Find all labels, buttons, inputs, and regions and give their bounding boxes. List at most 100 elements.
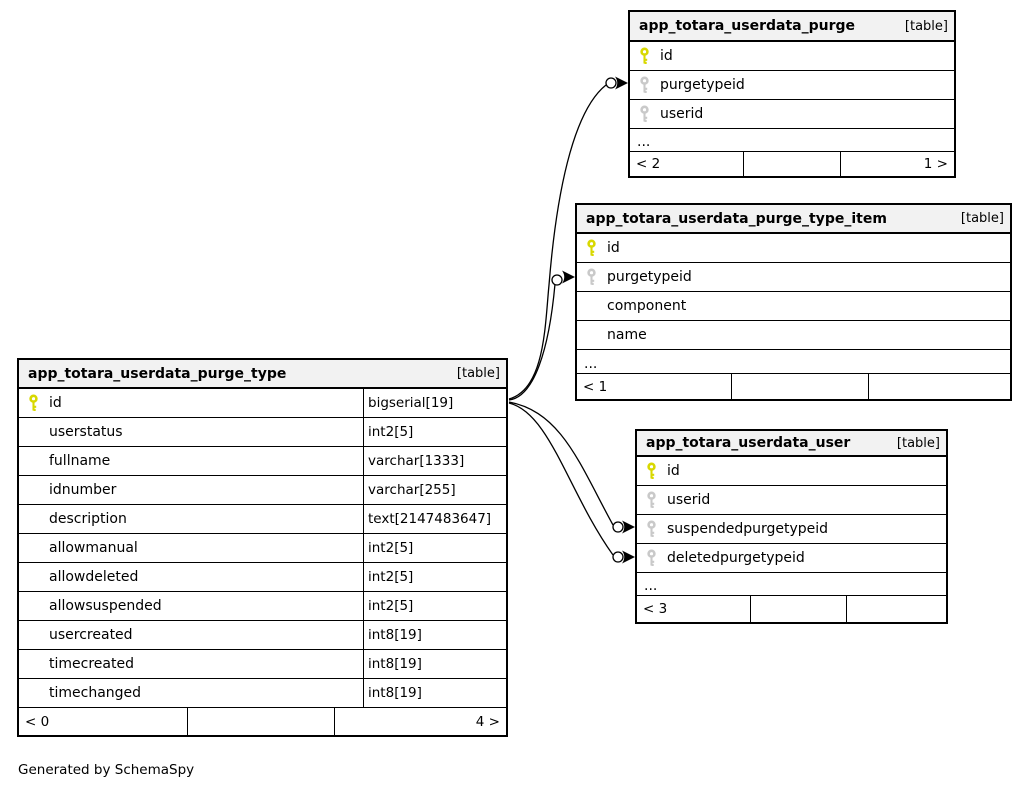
column-row: allowdeleted int2[5] bbox=[19, 563, 506, 592]
table-title[interactable]: app_totara_userdata_purge bbox=[639, 18, 856, 34]
column-row: timechanged int8[19] bbox=[19, 679, 506, 708]
ellipsis-label: ... bbox=[584, 356, 598, 372]
table-title[interactable]: app_totara_userdata_purge_type bbox=[28, 365, 287, 382]
column-type: text[2147483647] bbox=[363, 505, 506, 533]
column-type: varchar[255] bbox=[363, 476, 506, 504]
footer-center bbox=[751, 596, 848, 622]
column-row: id bbox=[577, 234, 1010, 263]
primary-key-icon bbox=[646, 462, 657, 480]
table-app_totara_userdata_user: app_totara_userdata_user [table] id userid s… bbox=[635, 429, 948, 624]
table-tag: [table] bbox=[960, 211, 1004, 226]
column-name: userstatus bbox=[49, 424, 123, 440]
footer-center bbox=[732, 374, 870, 399]
table-header[interactable]: app_totara_userdata_purge_type [table] bbox=[19, 360, 506, 389]
footer-right bbox=[869, 374, 1010, 399]
ellipsis-row: ... bbox=[577, 350, 1010, 374]
column-row: purgetypeid bbox=[630, 71, 954, 100]
column-row: component bbox=[577, 292, 1010, 321]
zero-many-circle-icon bbox=[612, 551, 624, 563]
column-name: purgetypeid bbox=[607, 269, 692, 285]
column-row: userid bbox=[637, 486, 946, 515]
footer-left: < 1 bbox=[577, 374, 732, 399]
column-type: int8[19] bbox=[363, 621, 506, 649]
table-app_totara_userdata_purge_type: app_totara_userdata_purge_type [table] id b… bbox=[17, 358, 508, 737]
table-header[interactable]: app_totara_userdata_user [table] bbox=[637, 431, 946, 457]
column-name: suspendedpurgetypeid bbox=[667, 521, 829, 537]
column-row: suspendedpurgetypeid bbox=[637, 515, 946, 544]
column-name: usercreated bbox=[49, 627, 133, 643]
foreign-key-icon bbox=[646, 520, 657, 538]
relation-line bbox=[508, 283, 556, 401]
column-name: deletedpurgetypeid bbox=[667, 550, 805, 566]
column-name: name bbox=[607, 327, 647, 343]
column-name: component bbox=[607, 298, 687, 314]
column-name: id bbox=[49, 395, 62, 411]
column-row: id bbox=[637, 457, 946, 486]
column-row: id bbox=[630, 42, 954, 71]
column-name: id bbox=[667, 463, 680, 479]
column-type: int8[19] bbox=[363, 650, 506, 678]
table-title[interactable]: app_totara_userdata_purge_type_item bbox=[586, 210, 887, 227]
foreign-key-icon bbox=[639, 76, 650, 94]
column-type: int8[19] bbox=[363, 679, 506, 707]
zero-many-circle-icon bbox=[612, 521, 624, 533]
column-row: allowsuspended int2[5] bbox=[19, 592, 506, 621]
arrowhead-icon bbox=[615, 76, 628, 90]
table-tag: [table] bbox=[896, 435, 940, 451]
relation-line bbox=[508, 402, 614, 556]
column-row: deletedpurgetypeid bbox=[637, 544, 946, 573]
column-row: allowmanual int2[5] bbox=[19, 534, 506, 563]
column-type: int2[5] bbox=[363, 592, 506, 620]
arrowhead-icon bbox=[622, 550, 635, 564]
table-footer: < 3 bbox=[637, 596, 946, 622]
ellipsis-row: ... bbox=[630, 129, 954, 152]
column-row: id bigserial[19] bbox=[19, 389, 506, 418]
ellipsis-label: ... bbox=[644, 578, 658, 594]
column-type: int2[5] bbox=[363, 563, 506, 591]
column-type: int2[5] bbox=[363, 534, 506, 562]
column-row: timecreated int8[19] bbox=[19, 650, 506, 679]
footer-center bbox=[744, 152, 842, 176]
table-tag: [table] bbox=[456, 366, 500, 381]
column-name: timechanged bbox=[49, 685, 142, 701]
table-app_totara_userdata_purge_type_item: app_totara_userdata_purge_type_item [tabl… bbox=[575, 203, 1012, 401]
table-footer: < 1 bbox=[577, 374, 1010, 399]
column-row: idnumber varchar[255] bbox=[19, 476, 506, 505]
table-title[interactable]: app_totara_userdata_user bbox=[646, 435, 851, 451]
footer-left: < 3 bbox=[637, 596, 751, 622]
foreign-key-icon bbox=[639, 105, 650, 123]
relation-line bbox=[508, 401, 614, 526]
foreign-key-icon bbox=[586, 268, 597, 286]
zero-many-circle-icon bbox=[551, 274, 563, 286]
table-header[interactable]: app_totara_userdata_purge_type_item [tabl… bbox=[577, 205, 1010, 234]
column-type: bigserial[19] bbox=[363, 389, 506, 417]
column-row: userid bbox=[630, 100, 954, 129]
column-name: allowmanual bbox=[49, 540, 138, 556]
table-tag: [table] bbox=[904, 18, 948, 34]
generated-by-note: Generated by SchemaSpy bbox=[18, 762, 195, 778]
footer-right: 4 > bbox=[475, 713, 500, 730]
column-name: id bbox=[607, 240, 620, 256]
column-name: timecreated bbox=[49, 656, 134, 672]
footer-right: 1 > bbox=[923, 156, 948, 172]
arrowhead-icon bbox=[622, 520, 635, 534]
primary-key-icon bbox=[586, 239, 597, 257]
column-name: idnumber bbox=[49, 482, 117, 498]
column-type: varchar[1333] bbox=[363, 447, 506, 475]
column-name: description bbox=[49, 511, 127, 527]
arrowhead-icon bbox=[562, 270, 575, 284]
column-name: allowsuspended bbox=[49, 598, 162, 614]
footer-right bbox=[847, 596, 946, 622]
ellipsis-label: ... bbox=[637, 134, 651, 150]
table-header[interactable]: app_totara_userdata_purge [table] bbox=[630, 12, 954, 42]
column-name: allowdeleted bbox=[49, 569, 139, 585]
ellipsis-row: ... bbox=[637, 573, 946, 596]
footer-left: < 0 bbox=[19, 708, 188, 735]
column-row: usercreated int8[19] bbox=[19, 621, 506, 650]
footer-center bbox=[188, 708, 336, 735]
